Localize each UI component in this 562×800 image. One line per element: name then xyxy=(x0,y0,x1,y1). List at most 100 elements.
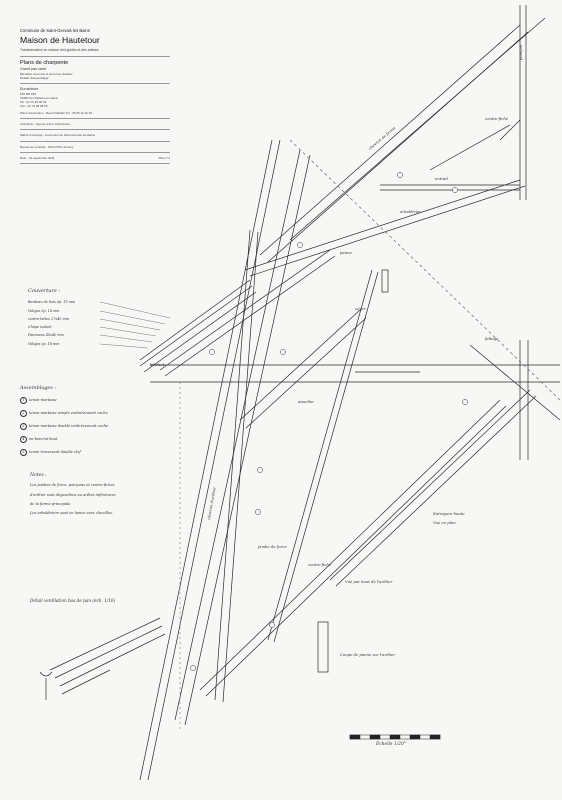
plan-line: Élévation de ferme et de ferme d'arêtier xyxy=(20,72,73,77)
gutter xyxy=(39,671,53,677)
drawing-line xyxy=(335,395,537,587)
couverture-item: contre-lattes 27x40 mm xyxy=(28,317,69,321)
notes-title: Notes : xyxy=(30,473,47,478)
detail-title: Détail ventilation bas de pan (éch. 1/10… xyxy=(30,598,116,603)
scale-bar-segment xyxy=(429,734,441,740)
drawing-line xyxy=(429,124,511,171)
scale-bar-segment xyxy=(349,734,361,740)
couverture-item: Panneaux 40x40 mm xyxy=(28,333,64,337)
number-circle: 2 xyxy=(20,410,27,417)
project-subtitle: Transformation en maison des guides et d… xyxy=(20,48,99,53)
joint-marker xyxy=(269,622,275,628)
couverture-item: Bardeau de bois ép. 15 mm xyxy=(28,300,76,304)
drawing-line xyxy=(147,139,281,781)
assemblage-label: tenon-mortaise simple embrèvement cache xyxy=(29,411,108,415)
scale-label: Échelle 1/20° xyxy=(376,742,406,747)
assemblages-title: Assemblages : xyxy=(20,385,57,391)
divider xyxy=(20,162,170,164)
drawing-line xyxy=(139,285,253,367)
annotation: arbalétrier xyxy=(400,209,421,214)
drawing-line xyxy=(244,179,521,271)
drawing-line xyxy=(499,119,521,141)
annotation: Vue en plan xyxy=(433,520,456,525)
scale-bar-segment xyxy=(409,734,421,740)
joint-marker xyxy=(209,349,215,355)
leader-line xyxy=(99,326,157,337)
drawing-line xyxy=(61,669,111,695)
annotation: contre-fiche xyxy=(485,116,509,121)
drawing-line xyxy=(199,399,501,691)
notes-line: de la ferme principale. xyxy=(30,502,72,506)
plan-number: Plan n°1 xyxy=(158,155,170,160)
number-circle: 3 xyxy=(20,423,27,430)
divider xyxy=(20,118,170,120)
annotation: entrait xyxy=(435,176,449,181)
assemblage-label: mi-bois/mi-bout xyxy=(29,437,58,441)
drawing-line xyxy=(49,617,161,671)
annotation: poinçon xyxy=(518,44,523,60)
architect-line: Architecte : Agence A.E.C Architectes xyxy=(20,122,70,127)
owner-line: Maître d'ouvrage : Commune de Saint-Gerv… xyxy=(20,133,95,138)
annotation: Entrayure haute xyxy=(432,511,465,516)
leader-line xyxy=(99,334,153,343)
drawing-line xyxy=(329,389,531,581)
drawing-line xyxy=(289,139,561,401)
joint-marker xyxy=(462,399,468,405)
couverture-item: Chape isolant xyxy=(28,325,52,329)
company-line: 150 RD 825 xyxy=(20,92,37,97)
number-circle: 4 xyxy=(20,436,27,443)
annotation: chevron d'arêtier xyxy=(206,486,217,520)
annotation: Coupe de panne sur l'arêtier xyxy=(340,652,395,657)
commune-name: Commune de Saint-Gervais les Bains xyxy=(20,28,90,33)
drawing-line xyxy=(289,17,546,241)
notes-line: Les jambes de force, poinçons et contre-… xyxy=(30,483,115,487)
number-circle: 1 xyxy=(20,397,27,404)
couverture-item: Voliges ép. 18 mm xyxy=(28,342,60,346)
assemblage-label: tenon-mortaise double embrèvement cache xyxy=(29,424,109,428)
drawing-line xyxy=(184,154,311,726)
company-line: Fax : 04 79 38 08 26 xyxy=(20,104,48,109)
annotation: aisselier xyxy=(298,399,314,404)
company-line: Tel : 04 79 38 06 33 xyxy=(20,100,47,105)
drawing-line xyxy=(139,279,251,361)
company-line: 73460 Sur Rellens-sur-bains xyxy=(20,96,59,101)
annotation: contre-fiche xyxy=(308,562,332,567)
joint-marker xyxy=(397,172,403,178)
couverture-item: Voliges ép. 18 mm xyxy=(28,309,60,313)
date-row: Date : 01 septembre 2011 Plan n°1 xyxy=(20,156,170,160)
company-name: Eurokolture xyxy=(20,87,39,92)
joint-marker xyxy=(190,665,196,671)
control-line: Bureau de contrôle : SOCOTEC Annecy xyxy=(20,144,74,149)
leader-line xyxy=(99,310,166,325)
notes-line: d'arêtier sont dégauchies au arêtes infé… xyxy=(30,493,116,497)
scale-bar-segment xyxy=(389,734,401,740)
drawing-line xyxy=(273,271,379,643)
divider xyxy=(20,129,170,131)
number-circle: 5 xyxy=(20,449,27,456)
joint-marker xyxy=(255,509,261,515)
drawing-line xyxy=(143,291,257,373)
drawing-line xyxy=(174,149,301,721)
drawing-line xyxy=(469,344,561,421)
assemblage-label: tenon traversant double clef xyxy=(29,450,81,454)
drawing-line xyxy=(245,317,367,429)
drawing-line xyxy=(214,229,251,701)
drawing-line xyxy=(54,625,163,679)
drawing-line xyxy=(159,249,331,371)
scale-bar-segment xyxy=(369,734,381,740)
drawing-line xyxy=(259,24,521,256)
plan-line: Détails d'assemblage xyxy=(20,76,49,81)
leader-line xyxy=(99,318,161,331)
drawing-line xyxy=(164,255,336,377)
joint-marker xyxy=(452,187,458,193)
drawing-line xyxy=(139,139,273,781)
post-section xyxy=(317,621,329,673)
plan-title: Plans de charpente xyxy=(20,59,69,66)
drawing-line xyxy=(222,231,259,703)
drawing-line xyxy=(249,185,526,277)
assemblage-label: tenon-mortaise xyxy=(29,398,57,402)
